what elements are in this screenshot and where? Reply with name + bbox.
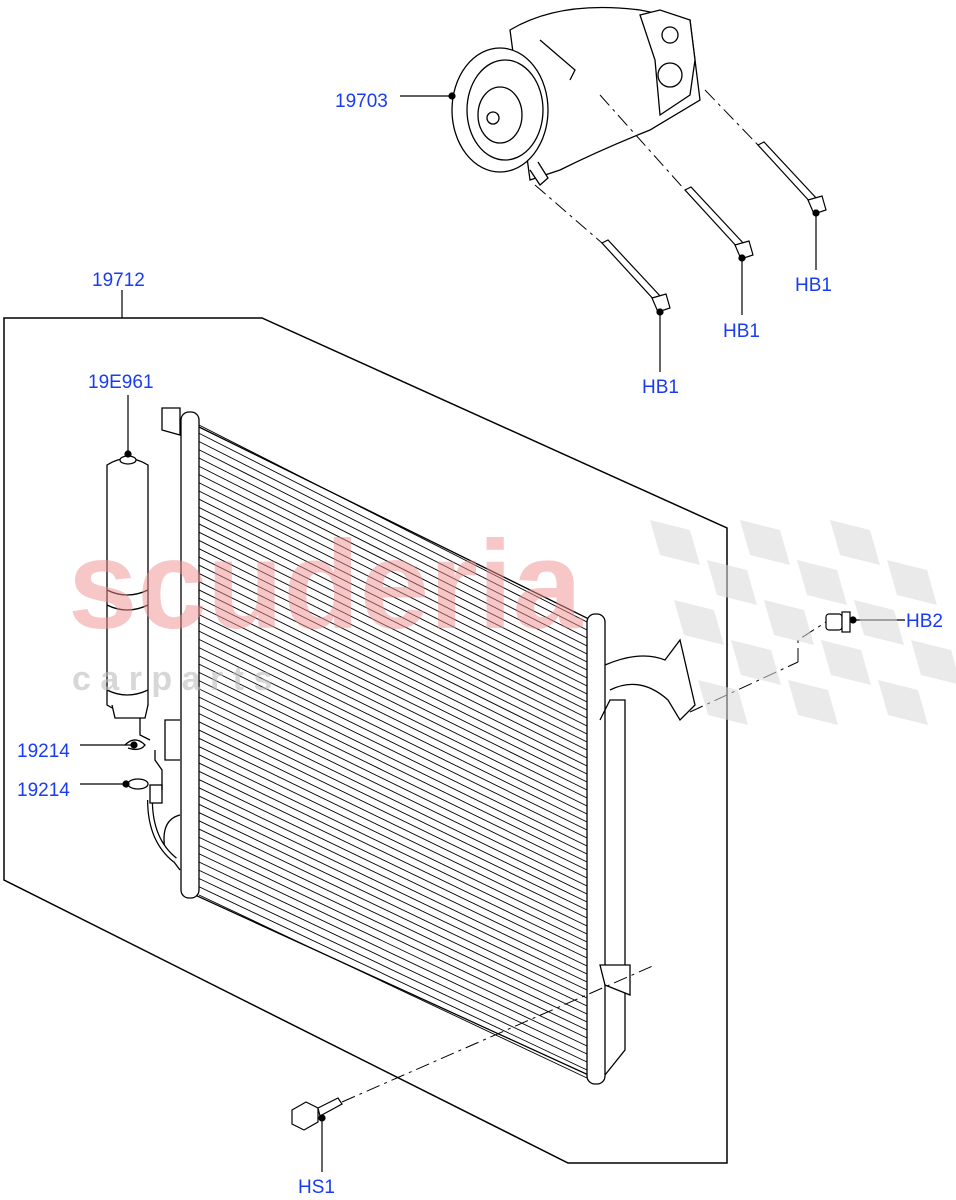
condenser-fin (198, 490, 588, 687)
condenser-fin (198, 606, 588, 799)
condenser-fin (198, 482, 588, 679)
watermark-square (707, 560, 757, 605)
condenser-fin (198, 803, 588, 991)
condenser-fin (198, 836, 588, 1023)
condenser-fin (198, 812, 588, 999)
condenser-fin (198, 424, 588, 623)
condenser (147, 407, 696, 1085)
watermark-square (878, 680, 928, 725)
ac-compressor (451, 6, 701, 186)
condenser-fin (198, 820, 588, 1007)
condenser-fin (198, 680, 588, 871)
condenser-fin (198, 515, 588, 711)
condenser-fin (198, 688, 588, 879)
callout-hb1-a[interactable]: HB1 (642, 377, 679, 398)
condenser-fin (198, 696, 588, 887)
condenser-fin (198, 845, 588, 1031)
watermark-square (740, 520, 790, 565)
callout-hb1-c[interactable]: HB1 (795, 275, 832, 296)
bolt-hb1-c-icon (757, 141, 827, 215)
condenser-fin (198, 564, 588, 759)
bolt-hs1-icon (291, 1097, 343, 1131)
condenser-fin (198, 853, 588, 1039)
condenser-fin (198, 474, 588, 671)
callout-hb1-b[interactable]: HB1 (723, 321, 760, 342)
watermark-square (650, 520, 700, 565)
condenser-fin (198, 770, 588, 959)
condenser-fin (198, 878, 588, 1063)
condenser-fin (198, 573, 588, 767)
condenser-fin (198, 507, 588, 703)
watermark: scuderia c a r p a r t s (68, 516, 956, 725)
callout-19e961[interactable]: 19E961 (88, 372, 154, 393)
watermark-square (797, 560, 847, 605)
condenser-fin (198, 729, 588, 919)
bolts (291, 141, 851, 1131)
condenser-group-frame (3, 317, 728, 1164)
condenser-fin (198, 548, 588, 743)
condenser-fin (198, 655, 588, 847)
watermark-square (764, 600, 814, 645)
condenser-fin (198, 441, 588, 639)
watermark-square (821, 640, 871, 685)
condenser-fin (198, 894, 588, 1079)
condenser-fin (198, 556, 588, 751)
condenser-fin (198, 762, 588, 951)
bolt-hb2-icon (825, 611, 851, 633)
condenser-fin (198, 737, 588, 927)
condenser-fin (198, 704, 588, 895)
condenser-fin (198, 498, 588, 695)
watermark-square (887, 560, 937, 605)
condenser-fin (198, 622, 588, 815)
condenser-fin (198, 886, 588, 1071)
condenser-fin (198, 779, 588, 967)
callout-19703[interactable]: 19703 (335, 91, 388, 112)
condenser-fin (198, 614, 588, 807)
watermark-square (830, 520, 880, 565)
condenser-fin (198, 713, 588, 903)
watermark-square (911, 640, 956, 684)
condenser-fin (198, 589, 588, 783)
watermark-checker (650, 520, 956, 725)
condenser-fin (198, 581, 588, 775)
callout-hb2[interactable]: HB2 (906, 611, 943, 632)
condenser-fin (198, 647, 588, 839)
condenser-fin (198, 861, 588, 1047)
condenser-fin (198, 754, 588, 943)
bolt-hb1-a-icon (601, 239, 671, 313)
callout-hs1[interactable]: HS1 (298, 1177, 335, 1198)
condenser-fin (198, 746, 588, 935)
watermark-text: scuderia (68, 516, 584, 655)
condenser-fin (198, 787, 588, 975)
condenser-fin (198, 457, 588, 655)
condenser-fin (198, 432, 588, 631)
callout-19712[interactable]: 19712 (92, 270, 145, 291)
condenser-fin (198, 638, 588, 831)
callout-19214-b[interactable]: 19214 (17, 780, 70, 801)
watermark-square (731, 640, 781, 685)
condenser-fin (198, 630, 588, 823)
condenser-fin (198, 465, 588, 663)
condenser-fin (198, 663, 588, 855)
condenser-fin (198, 671, 588, 863)
condenser-fin (198, 531, 588, 727)
condenser-fin (198, 523, 588, 719)
callout-19214-a[interactable]: 19214 (17, 741, 70, 762)
watermark-square (674, 600, 724, 645)
watermark-square (788, 680, 838, 725)
receiver-drier (106, 455, 163, 790)
bolt-hb1-b-icon (684, 186, 754, 260)
watermark-square (854, 600, 904, 645)
condenser-fin (198, 449, 588, 647)
condenser-fin (198, 597, 588, 791)
condenser-fin (198, 828, 588, 1015)
condenser-fin (198, 721, 588, 911)
condenser-fin (198, 540, 588, 735)
watermark-square (698, 680, 748, 725)
watermark-subtext: c a r p a r t s (72, 660, 272, 698)
condenser-fin (198, 795, 588, 983)
